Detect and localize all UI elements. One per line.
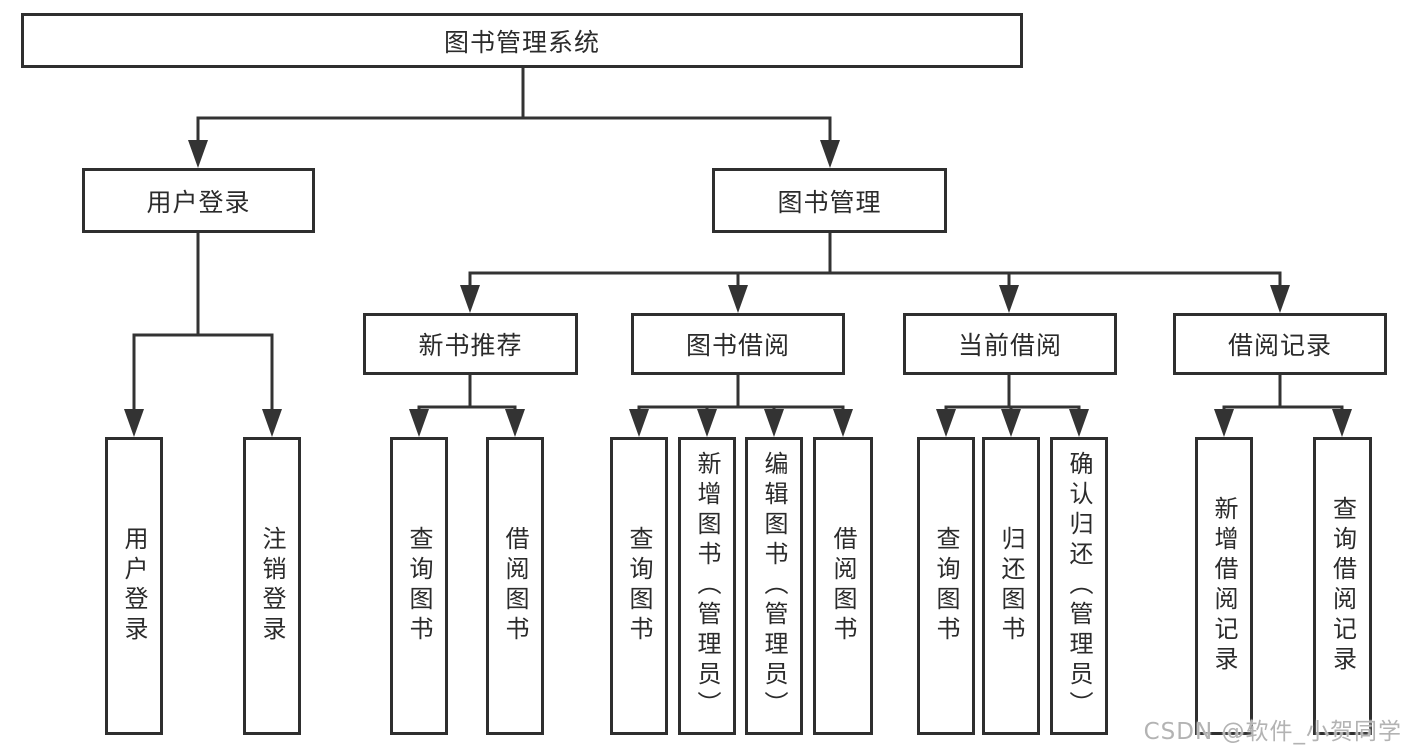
leaf-add-books-admin: 新增图书（管理员） (678, 437, 736, 735)
node-label: 查询图书 (625, 526, 653, 646)
node-label: 注销登录 (258, 526, 286, 646)
leaf-borrow-books-recommend: 借阅图书 (486, 437, 544, 735)
node-book-management: 图书管理 (712, 168, 947, 233)
node-label: 新增借阅记录 (1210, 496, 1238, 676)
node-new-book-recommendation: 新书推荐 (363, 313, 578, 375)
node-label: 归还图书 (997, 526, 1025, 646)
node-label: 查询借阅记录 (1328, 496, 1357, 676)
node-label: 用户登录 (120, 526, 148, 646)
node-label: 新增图书（管理员） (693, 451, 721, 721)
leaf-query-books-borrowing: 查询图书 (610, 437, 668, 735)
node-label: 图书管理 (777, 187, 882, 217)
connector-borrowing-records-children (1214, 372, 1352, 437)
node-library-management-system: 图书管理系统 (21, 13, 1023, 68)
connector-book-borrowing-children (629, 372, 853, 437)
csdn-watermark: CSDN @软件_小贺同学 (1143, 719, 1402, 745)
leaf-user-login: 用户登录 (105, 437, 163, 735)
node-label: 查询图书 (405, 526, 433, 646)
connector-root-children (188, 64, 840, 168)
node-label: 新书推荐 (418, 331, 523, 360)
node-label: 确认归还（管理员） (1065, 451, 1093, 721)
node-label: 当前借阅 (957, 331, 1062, 360)
node-current-borrowing: 当前借阅 (903, 313, 1117, 375)
leaf-query-borrow-record: 查询借阅记录 (1313, 437, 1372, 735)
node-user-login: 用户登录 (82, 168, 315, 233)
node-label: 借阅图书 (829, 526, 857, 646)
connector-book-management-children (460, 230, 1290, 313)
leaf-return-books: 归还图书 (982, 437, 1040, 735)
node-borrowing-records: 借阅记录 (1173, 313, 1387, 375)
node-label: 编辑图书（管理员） (760, 451, 788, 721)
leaf-borrow-books-borrowing: 借阅图书 (813, 437, 873, 735)
node-label: 借阅图书 (501, 526, 529, 646)
node-book-borrowing: 图书借阅 (631, 313, 845, 375)
connector-current-borrowing-children (936, 372, 1089, 437)
connector-new-book-children (409, 372, 525, 437)
node-label: 借阅记录 (1227, 331, 1332, 360)
leaf-query-books-recommend: 查询图书 (390, 437, 448, 735)
node-label: 查询图书 (932, 526, 960, 646)
leaf-query-books-current: 查询图书 (917, 437, 975, 735)
leaf-logout: 注销登录 (243, 437, 301, 735)
connector-user-login-children (124, 230, 282, 437)
node-label: 图书管理系统 (443, 27, 600, 57)
node-label: 图书借阅 (685, 331, 790, 360)
leaf-edit-books-admin: 编辑图书（管理员） (745, 437, 803, 735)
node-label: 用户登录 (146, 187, 251, 217)
leaf-add-borrow-record: 新增借阅记录 (1195, 437, 1253, 735)
leaf-confirm-return-admin: 确认归还（管理员） (1050, 437, 1108, 735)
